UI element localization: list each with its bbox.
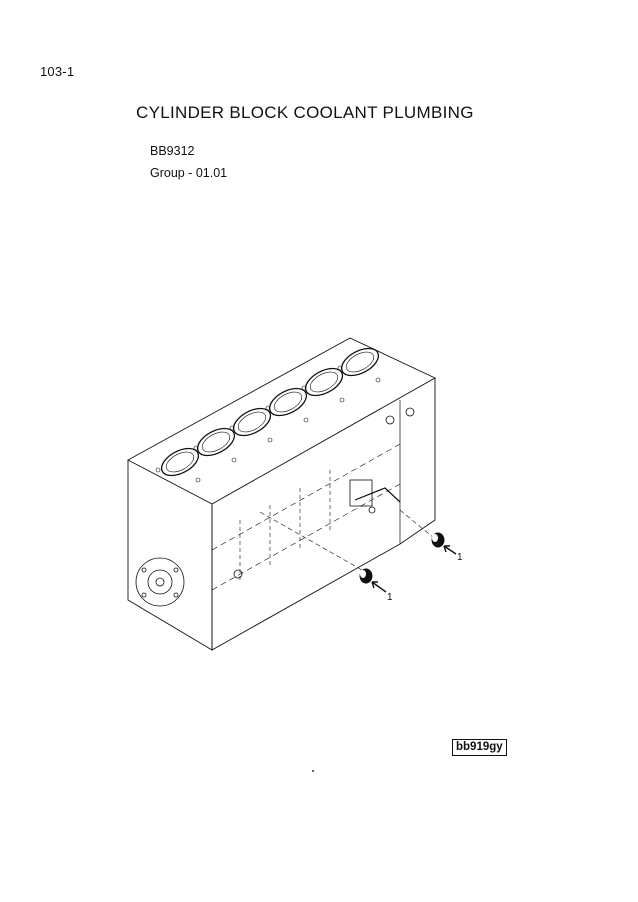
cylinder-block-illustration: 1 1	[127, 337, 463, 651]
stray-dot	[312, 770, 314, 772]
part-code: BB9312	[150, 144, 195, 158]
coolant-plug-lower	[359, 568, 373, 584]
page-number: 103-1	[40, 64, 75, 79]
coolant-plug-upper	[431, 532, 445, 548]
group-label: Group - 01.01	[150, 166, 228, 180]
callout-number-lower: 1	[387, 592, 393, 603]
callout-number-upper: 1	[457, 552, 463, 563]
page-title: CYLINDER BLOCK COOLANT PLUMBING	[136, 103, 474, 122]
figure-reference-code: bb919gy	[452, 739, 507, 756]
